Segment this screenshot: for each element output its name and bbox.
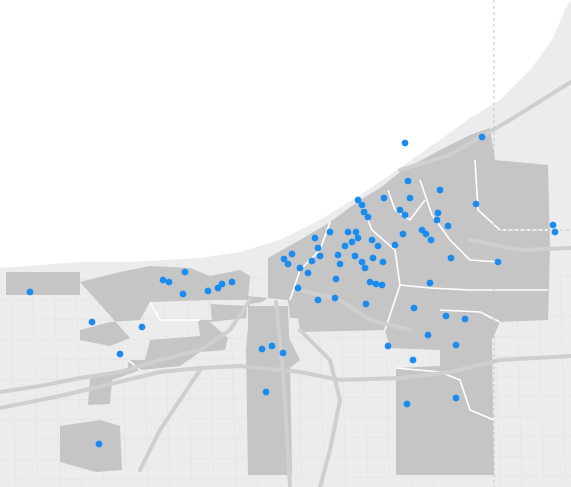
location-marker-icon[interactable] <box>88 318 96 326</box>
location-marker-icon[interactable] <box>348 238 356 246</box>
location-marker-icon[interactable] <box>452 394 460 402</box>
location-marker-icon[interactable] <box>294 284 302 292</box>
location-marker-icon[interactable] <box>399 230 407 238</box>
location-marker-icon[interactable] <box>368 236 376 244</box>
location-marker-icon[interactable] <box>352 228 360 236</box>
location-marker-icon[interactable] <box>314 244 322 252</box>
county-west <box>80 266 300 475</box>
location-marker-icon[interactable] <box>409 356 417 364</box>
location-marker-icon[interactable] <box>179 290 187 298</box>
location-marker-icon[interactable] <box>336 260 344 268</box>
location-marker-icon[interactable] <box>228 278 236 286</box>
location-marker-icon[interactable] <box>436 186 444 194</box>
location-marker-icon[interactable] <box>296 264 304 272</box>
location-marker-icon[interactable] <box>494 258 502 266</box>
location-marker-icon[interactable] <box>374 242 382 250</box>
location-marker-icon[interactable] <box>444 222 452 230</box>
location-marker-icon[interactable] <box>404 177 412 185</box>
location-marker-icon[interactable] <box>138 323 146 331</box>
location-marker-icon[interactable] <box>344 228 352 236</box>
location-marker-icon[interactable] <box>384 342 392 350</box>
location-marker-icon[interactable] <box>396 206 404 214</box>
county-west-strip <box>6 272 80 295</box>
location-marker-icon[interactable] <box>280 255 288 263</box>
location-marker-icon[interactable] <box>358 258 366 266</box>
location-markers[interactable] <box>26 133 559 448</box>
location-marker-icon[interactable] <box>549 221 557 229</box>
location-marker-icon[interactable] <box>218 280 226 288</box>
location-marker-icon[interactable] <box>354 234 362 242</box>
location-marker-icon[interactable] <box>204 287 212 295</box>
county-line <box>493 0 571 487</box>
location-marker-icon[interactable] <box>410 304 418 312</box>
location-marker-icon[interactable] <box>403 400 411 408</box>
location-marker-icon[interactable] <box>360 208 368 216</box>
location-marker-icon[interactable] <box>308 257 316 265</box>
location-marker-icon[interactable] <box>551 228 559 236</box>
location-marker-icon[interactable] <box>279 349 287 357</box>
location-marker-icon[interactable] <box>361 264 369 272</box>
location-marker-icon[interactable] <box>447 254 455 262</box>
location-marker-icon[interactable] <box>314 296 322 304</box>
location-marker-icon[interactable] <box>311 234 319 242</box>
location-marker-icon[interactable] <box>391 241 399 249</box>
location-marker-icon[interactable] <box>472 200 480 208</box>
location-marker-icon[interactable] <box>334 251 342 259</box>
location-marker-icon[interactable] <box>478 133 486 141</box>
location-marker-icon[interactable] <box>424 331 432 339</box>
location-marker-icon[interactable] <box>288 250 296 258</box>
location-marker-icon[interactable] <box>354 196 362 204</box>
location-marker-icon[interactable] <box>351 252 359 260</box>
location-marker-icon[interactable] <box>380 194 388 202</box>
location-marker-icon[interactable] <box>262 388 270 396</box>
location-marker-icon[interactable] <box>379 258 387 266</box>
location-marker-icon[interactable] <box>369 254 377 262</box>
location-marker-icon[interactable] <box>366 278 374 286</box>
location-marker-icon[interactable] <box>372 280 380 288</box>
location-marker-icon[interactable] <box>452 341 460 349</box>
location-marker-icon[interactable] <box>316 252 324 260</box>
location-marker-icon[interactable] <box>358 201 366 209</box>
location-marker-icon[interactable] <box>364 213 372 221</box>
location-marker-icon[interactable] <box>268 342 276 350</box>
location-marker-icon[interactable] <box>159 276 167 284</box>
location-marker-icon[interactable] <box>326 228 334 236</box>
county-north-east <box>268 128 550 475</box>
location-marker-icon[interactable] <box>341 242 349 250</box>
location-marker-icon[interactable] <box>284 260 292 268</box>
county-south-west <box>60 420 122 472</box>
location-marker-icon[interactable] <box>422 230 430 238</box>
location-marker-icon[interactable] <box>442 312 450 320</box>
location-marker-icon[interactable] <box>378 281 386 289</box>
location-marker-icon[interactable] <box>461 315 469 323</box>
location-marker-icon[interactable] <box>406 194 414 202</box>
location-marker-icon[interactable] <box>331 294 339 302</box>
location-marker-icon[interactable] <box>258 345 266 353</box>
location-marker-icon[interactable] <box>26 288 34 296</box>
location-marker-icon[interactable] <box>304 269 312 277</box>
location-marker-icon[interactable] <box>332 275 340 283</box>
location-marker-icon[interactable] <box>427 236 435 244</box>
location-marker-icon[interactable] <box>95 440 103 448</box>
location-marker-icon[interactable] <box>433 216 441 224</box>
location-marker-icon[interactable] <box>181 268 189 276</box>
location-marker-icon[interactable] <box>401 139 409 147</box>
location-marker-icon[interactable] <box>401 211 409 219</box>
major-roads <box>0 80 571 487</box>
location-marker-icon[interactable] <box>116 350 124 358</box>
location-marker-icon[interactable] <box>426 279 434 287</box>
location-marker-icon[interactable] <box>434 209 442 217</box>
location-marker-icon[interactable] <box>362 300 370 308</box>
location-marker-icon[interactable] <box>165 278 173 286</box>
